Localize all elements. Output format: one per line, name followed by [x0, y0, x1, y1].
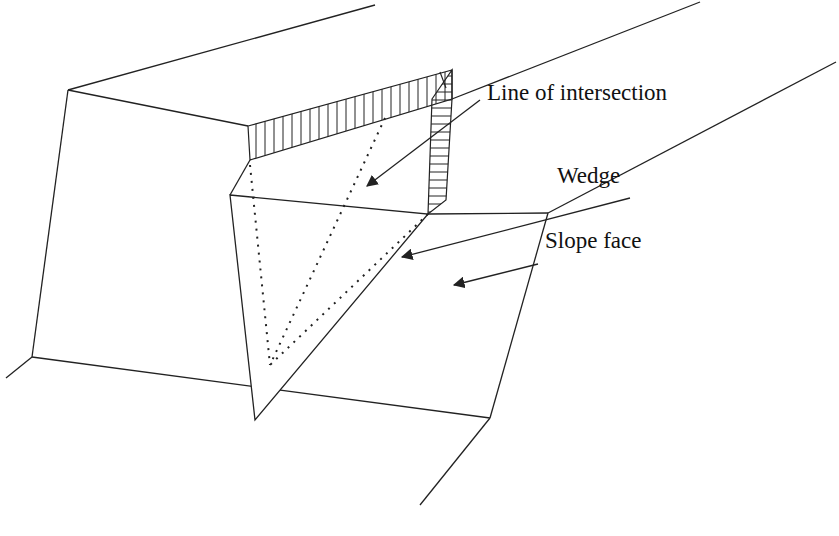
wedge-label: Wedge	[557, 163, 620, 188]
side-scarp-hatch	[428, 70, 452, 214]
slope-outline	[6, 2, 836, 505]
slope-face-label: Slope face	[545, 228, 641, 253]
hidden-planes	[250, 118, 428, 365]
scarp-corner	[440, 72, 446, 88]
top-scarp-hatch	[248, 70, 452, 160]
wedge-block	[230, 160, 428, 420]
intersection-label: Line of intersection	[487, 80, 667, 105]
leader-arrows	[367, 100, 630, 285]
